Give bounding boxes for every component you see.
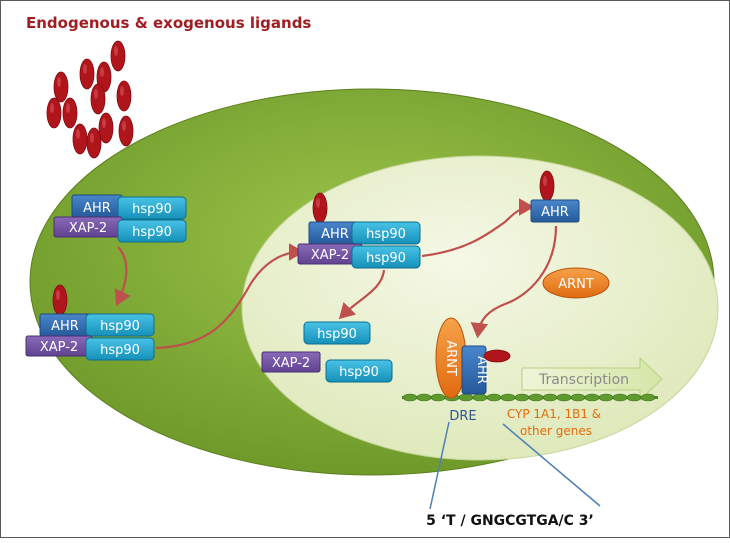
hsp90-box — [325, 359, 393, 383]
hsp90-label: hsp90 — [366, 227, 406, 242]
hsp90-box — [351, 245, 421, 269]
arrow-release-ahr — [421, 198, 535, 258]
complex-ligand-bound: AHR hsp90 XAP-2 hsp90 — [25, 284, 155, 361]
hsp90-label: hsp90 — [317, 327, 357, 342]
hsp90-box — [117, 196, 187, 220]
xap2-box — [261, 351, 321, 373]
released-chaperones: hsp90 XAP-2 hsp90 — [261, 321, 393, 383]
ahr-label: AHR — [321, 227, 349, 242]
hsp90-label: hsp90 — [339, 365, 379, 380]
arrow-ligand-binding — [114, 246, 131, 306]
xap2-label: XAP-2 — [311, 248, 349, 263]
hsp90-box — [85, 337, 155, 361]
hsp90-box — [117, 219, 187, 243]
gene-label-line1: CYP 1A1, 1B1 & — [507, 407, 601, 421]
diagram-title: Endogenous & exogenous ligands — [26, 14, 311, 32]
ahr-label: AHR — [474, 356, 489, 384]
arnt-shape — [542, 267, 610, 299]
complex-nuclear: AHR hsp90 XAP-2 hsp90 — [297, 192, 421, 269]
hsp90-label: hsp90 — [100, 343, 140, 358]
hsp90-label: hsp90 — [132, 225, 172, 240]
dre-sequence: 5 ‘T / GNGCGTGA/C 3’ — [426, 513, 594, 529]
dre-label: DRE — [449, 409, 476, 424]
arnt-label: ARNT — [558, 277, 594, 292]
hsp90-label: hsp90 — [132, 202, 172, 217]
xap2-label: XAP-2 — [272, 356, 310, 371]
hsp90-label: hsp90 — [366, 251, 406, 266]
ahr-label: AHR — [83, 201, 111, 216]
transcription-label: Transcription — [538, 372, 629, 388]
callout-line-left — [429, 421, 450, 510]
complex-unbound: AHR hsp90 XAP-2 hsp90 — [53, 194, 187, 243]
ligand — [483, 349, 511, 363]
xap2-label: XAP-2 — [40, 340, 78, 355]
transcription-arrow: Transcription — [521, 356, 663, 402]
arnt-label: ARNT — [443, 340, 458, 376]
hsp90-box — [85, 313, 155, 337]
dna-strand — [402, 393, 658, 402]
xap2-label: XAP-2 — [69, 221, 107, 236]
ahr-label: AHR — [51, 319, 79, 334]
ahr-box — [530, 199, 580, 223]
hsp90-box — [351, 221, 421, 245]
ahr-box — [461, 345, 487, 395]
arrow-dimerization — [470, 225, 558, 339]
hsp90-box — [303, 321, 371, 345]
free-ahr: AHR — [530, 170, 580, 223]
hsp90-label: hsp90 — [100, 319, 140, 334]
arrow-release-chaperones — [338, 269, 386, 320]
callout-line-right — [502, 423, 601, 507]
ahr-arnt-dna-complex: ARNT AHR — [435, 317, 511, 399]
gene-label-line2: other genes — [520, 424, 592, 438]
arrow-nuclear-import — [155, 243, 305, 350]
arnt: ARNT — [542, 267, 610, 299]
ahr-label: AHR — [541, 205, 569, 220]
